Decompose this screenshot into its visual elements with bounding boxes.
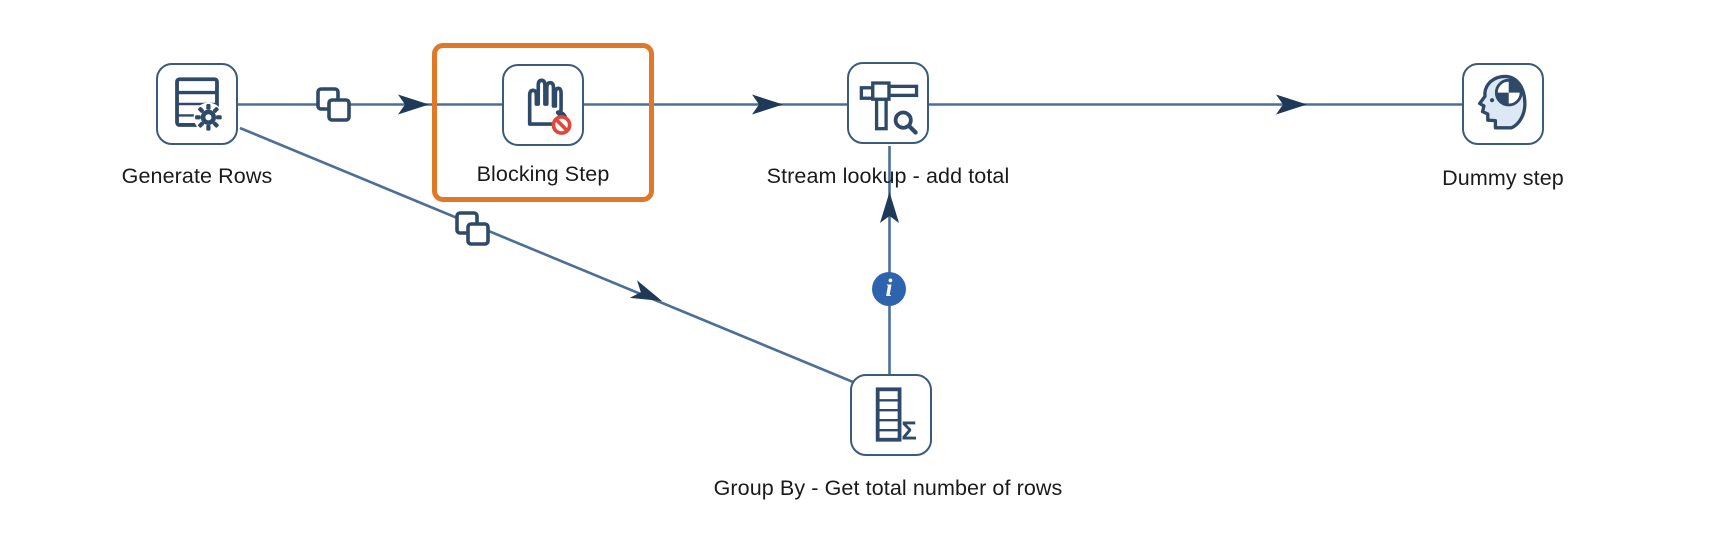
step-label-generate-rows[interactable]: Generate Rows — [121, 164, 273, 188]
info-icon[interactable]: i — [872, 272, 906, 306]
step-node-stream-lookup[interactable] — [847, 62, 929, 144]
hop-line — [239, 126, 854, 384]
hop-group-by-to-stream-lookup[interactable] — [880, 146, 899, 376]
hop-generate-rows-to-group-by[interactable] — [239, 126, 854, 384]
hop-blocking-step-to-stream-lookup[interactable] — [584, 94, 847, 115]
gear-glyph — [195, 103, 222, 131]
step-node-blocking-step[interactable] — [502, 64, 584, 146]
stream-lookup-icon — [859, 81, 919, 135]
step-node-dummy-step[interactable] — [1462, 63, 1544, 145]
arrowhead-icon — [1276, 94, 1307, 115]
arrowhead-icon — [398, 94, 429, 115]
copy-rows-icon[interactable] — [316, 87, 351, 127]
highlight-box — [432, 43, 654, 202]
sigma-glyph: Σ — [901, 418, 916, 446]
step-node-group-by[interactable]: Σ — [850, 374, 932, 456]
info-glyph: i — [885, 274, 893, 302]
copy-rows-icon[interactable] — [455, 211, 490, 251]
no-entry-glyph — [551, 115, 572, 135]
step-node-generate-rows[interactable] — [156, 63, 238, 145]
hop-stream-lookup-to-dummy-step[interactable] — [929, 94, 1462, 115]
table-gear-icon — [175, 77, 224, 133]
arrowhead-icon — [629, 280, 662, 301]
hop-generate-rows-to-blocking-step[interactable] — [238, 94, 502, 115]
arrowhead-icon — [752, 94, 783, 115]
step-label-stream-lookup[interactable]: Stream lookup - add total — [766, 164, 1010, 188]
blocking-hand-icon — [527, 78, 572, 135]
step-label-dummy-step[interactable]: Dummy step — [1442, 166, 1564, 190]
target-glyph — [1494, 78, 1523, 107]
dummy-head-icon — [1478, 74, 1527, 130]
magnifier-glyph — [893, 110, 918, 135]
group-by-sigma-icon: Σ — [875, 387, 917, 446]
step-label-blocking-step[interactable]: Blocking Step — [476, 162, 610, 186]
step-label-group-by[interactable]: Group By - Get total number of rows — [713, 476, 1063, 500]
arrowhead-icon — [880, 192, 899, 223]
